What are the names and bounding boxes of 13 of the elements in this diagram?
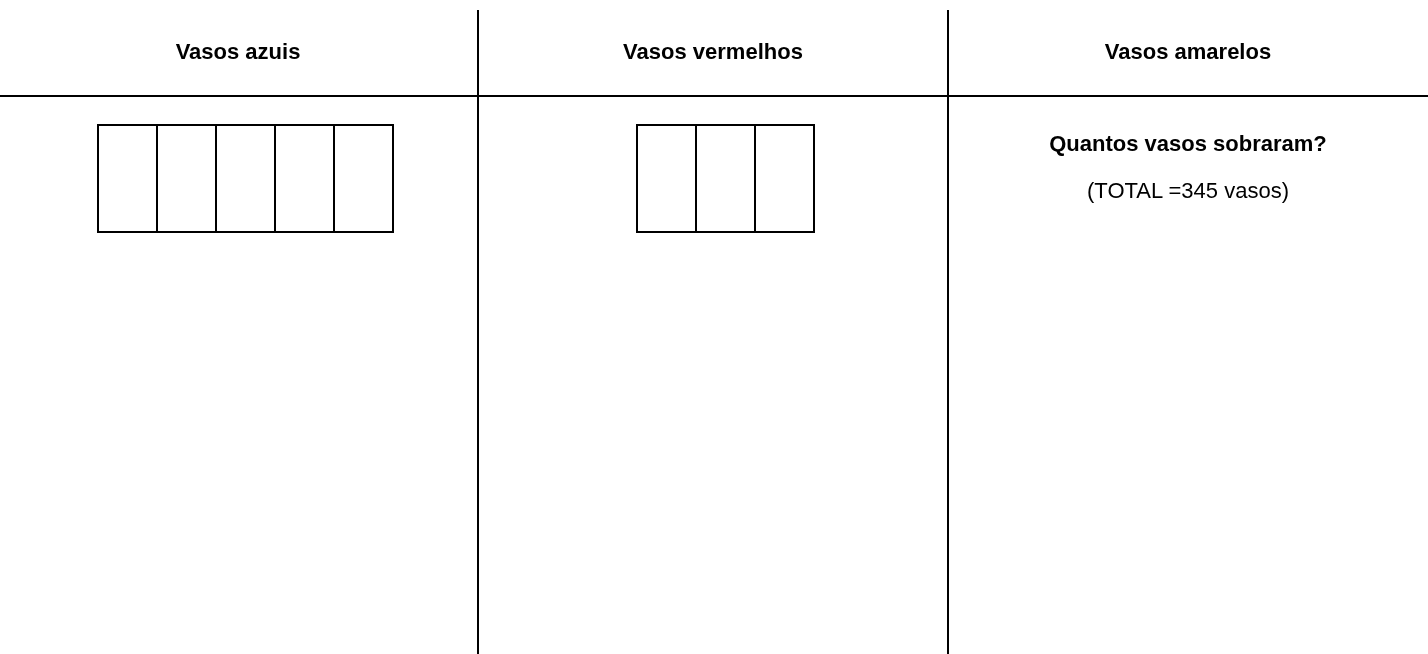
bar-segment [215,124,276,233]
bar-segment [636,124,697,233]
column-heading: Vasos amarelos [1104,39,1272,65]
bar-segment [97,124,158,233]
bar-segment [156,124,217,233]
bar-segment [695,124,756,233]
bar-segment [754,124,815,233]
question-text: Quantos vasos sobraram? [1049,131,1327,157]
bar-segment [333,124,394,233]
bar-segment [274,124,335,233]
column-heading: Vasos azuis [175,39,301,65]
note-text: (TOTAL =345 vasos) [1087,178,1289,204]
column-heading: Vasos vermelhos [623,39,803,65]
